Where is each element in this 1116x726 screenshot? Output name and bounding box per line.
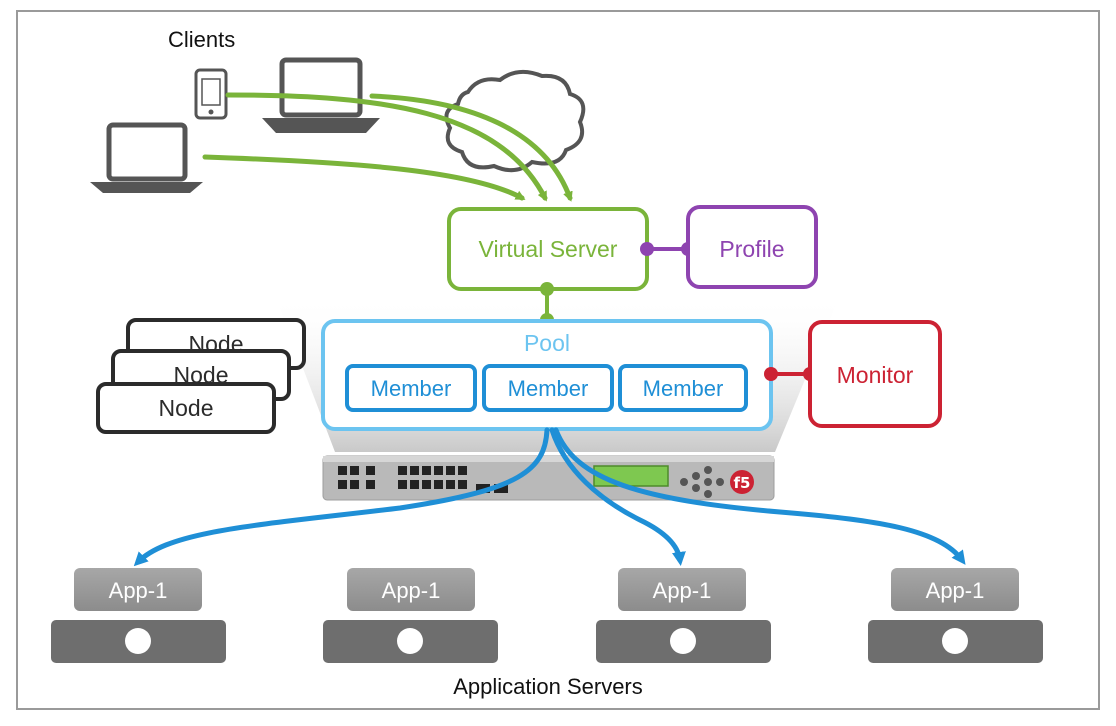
client-traffic-arrows xyxy=(202,92,573,202)
server-icon xyxy=(942,628,968,654)
profile-label: Profile xyxy=(719,236,784,262)
virtual-server-box[interactable]: Virtual Server xyxy=(447,207,649,291)
app-server: App-1 xyxy=(596,568,771,663)
virtual-server-label: Virtual Server xyxy=(479,236,618,262)
server-distribution-arrows xyxy=(133,427,966,567)
application-servers-label: Application Servers xyxy=(453,674,643,699)
profile-box[interactable]: Profile xyxy=(686,205,818,289)
clients-label: Clients xyxy=(168,27,235,52)
app-server: App-1 xyxy=(323,568,498,663)
pool-label: Pool xyxy=(524,330,570,356)
monitor-label: Monitor xyxy=(837,362,914,388)
f5-logo-icon: f5 xyxy=(730,470,754,494)
svg-text:f5: f5 xyxy=(734,474,751,492)
pool-member[interactable]: Member xyxy=(618,364,748,412)
pool-member[interactable]: Member xyxy=(345,364,477,412)
smartphone-icon xyxy=(194,68,228,120)
laptop-icon xyxy=(262,57,380,133)
pool-box[interactable]: Pool Member Member Member xyxy=(321,319,773,431)
app-server-label: App-1 xyxy=(926,578,985,603)
node-stack: Node Node Node xyxy=(96,318,306,434)
server-icon xyxy=(397,628,423,654)
app-server: App-1 xyxy=(868,568,1043,663)
laptop-icon xyxy=(90,122,203,193)
app-server-label: App-1 xyxy=(382,578,441,603)
load-balancer-appliance: f5 xyxy=(322,455,775,501)
app-server: App-1 xyxy=(51,568,226,663)
monitor-box[interactable]: Monitor xyxy=(808,320,942,428)
server-icon xyxy=(125,628,151,654)
cloud-icon xyxy=(444,69,586,173)
node-label: Node xyxy=(159,395,214,421)
pool-member-label: Member xyxy=(643,376,724,401)
pool-member-label: Member xyxy=(508,376,589,401)
pool-member[interactable]: Member xyxy=(482,364,614,412)
app-server-label: App-1 xyxy=(653,578,712,603)
app-server-label: App-1 xyxy=(109,578,168,603)
pool-member-label: Member xyxy=(371,376,452,401)
server-icon xyxy=(670,628,696,654)
